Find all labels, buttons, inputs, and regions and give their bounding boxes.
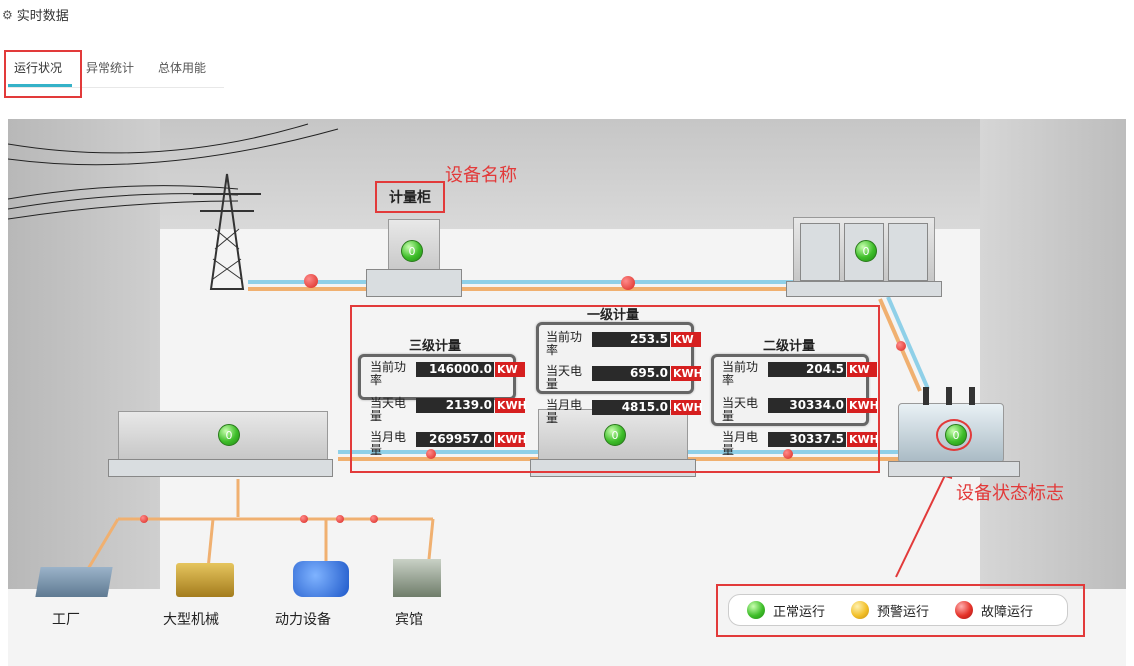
- machinery-icon: [176, 563, 234, 597]
- legend-warning-label: 预警运行: [877, 604, 930, 620]
- meter-value: 695.0: [592, 366, 670, 381]
- meter-label: 当天电量: [546, 364, 583, 391]
- meter-level2-title: 二级计量: [762, 339, 815, 354]
- consumer-label-power-equipment: 动力设备: [275, 612, 331, 628]
- meter-level3-rows: 当前功率 146000.0 KW 当天电量 2139.0 KWH 当月电量 26…: [362, 360, 527, 461]
- consumer-label-machinery: 大型机械: [163, 612, 219, 628]
- meter-value: 30334.0: [768, 398, 846, 413]
- flow-dot: [304, 274, 318, 288]
- warning-status-icon: [851, 601, 870, 619]
- transformer-bushing: [946, 387, 952, 405]
- flow-dot: [300, 515, 308, 523]
- fault-status-icon: [955, 601, 974, 619]
- legend-warning: 预警运行: [851, 601, 929, 620]
- annotation-device-name: 设备名称: [445, 165, 517, 186]
- tab-running-status[interactable]: 运行状况: [14, 61, 63, 75]
- meter-level1-title: 一级计量: [586, 308, 639, 323]
- meter-value: 4815.0: [592, 400, 670, 415]
- metering-cabinet-base: [366, 269, 462, 297]
- meter-unit: KW: [847, 362, 877, 377]
- meter-label: 当月电量: [370, 430, 407, 457]
- switch-cabinet-unit: [800, 223, 840, 281]
- metering-cabinet-name: 计量柜: [389, 190, 431, 206]
- flow-dot: [140, 515, 148, 523]
- flow-dot: [783, 449, 793, 459]
- meters-highlight-box: [350, 305, 880, 473]
- meter-unit: KWH: [671, 400, 703, 415]
- status-mark-highlight: [936, 419, 972, 451]
- meter-level3-title: 三级计量: [408, 339, 461, 354]
- meter-value: 269957.0: [416, 432, 494, 447]
- tab-exception-stats[interactable]: 异常统计: [86, 61, 135, 75]
- tab-highlight-box: [4, 50, 82, 98]
- hotel-icon: [393, 559, 441, 597]
- wiring-svg: [8, 123, 953, 578]
- factory-icon: [35, 567, 113, 597]
- consumer-label-hotel: 宾馆: [395, 612, 423, 628]
- meter-label: 当前功率: [722, 360, 759, 387]
- left-panel-status[interactable]: 0: [218, 424, 240, 446]
- normal-status-icon: [747, 601, 765, 619]
- meter-unit: KWH: [847, 398, 879, 413]
- transformer-base: [888, 461, 1020, 477]
- flow-dot: [621, 276, 635, 290]
- meter-label: 当天电量: [370, 396, 407, 423]
- legend-normal: 正常运行: [747, 601, 825, 620]
- switch-cabinet-unit: [888, 223, 928, 281]
- left-panel-base: [108, 459, 333, 477]
- flow-dot: [336, 515, 344, 523]
- meter-value: 2139.0: [416, 398, 494, 413]
- active-tab-indicator: [8, 84, 72, 87]
- flow-dot: [426, 449, 436, 459]
- device-name-highlight-box: [375, 181, 445, 213]
- tab-bar: 运行状况 异常统计 总体用能: [8, 58, 224, 78]
- page-title: 实时数据: [16, 9, 69, 24]
- back-wall: [160, 119, 980, 229]
- meter-label: 当月电量: [546, 398, 583, 425]
- metering-cabinet-status[interactable]: 0: [401, 240, 423, 262]
- transformer-bushing: [969, 387, 975, 405]
- meter-unit: KW: [495, 362, 525, 377]
- meter-unit: KWH: [495, 432, 527, 447]
- meter-label: 当前功率: [546, 330, 583, 357]
- meter-value: 146000.0: [416, 362, 494, 377]
- tab-overall-energy[interactable]: 总体用能: [158, 61, 207, 75]
- left-wall: [8, 119, 160, 589]
- power-equipment-icon: [293, 561, 349, 597]
- consumer-label-factory: 工厂: [52, 612, 80, 628]
- meter-unit: KWH: [495, 398, 527, 413]
- flow-dot: [896, 341, 906, 351]
- status-legend: 正常运行 预警运行 故障运行: [728, 594, 1068, 626]
- scene-diagram: 0 计量柜 设备名称 0 0 0 0 设备状态标志 三级计量 当前功率 1460…: [8, 119, 1126, 666]
- flow-dot: [370, 515, 378, 523]
- page-header: ⚙ 实时数据: [2, 5, 69, 25]
- meter-level3-card: [358, 354, 516, 400]
- meter-unit: KW: [671, 332, 701, 347]
- legend-normal-label: 正常运行: [773, 604, 826, 620]
- switch-cabinet-status[interactable]: 0: [855, 240, 877, 262]
- meter-unit: KWH: [671, 366, 703, 381]
- meter-value: 253.5: [592, 332, 670, 347]
- meter-level1-rows: 当前功率 253.5 KW 当天电量 695.0 KWH 当月电量 4815.0…: [538, 330, 703, 431]
- meter-unit: KWH: [847, 432, 879, 447]
- meter-label: 当月电量: [722, 430, 759, 457]
- legend-fault-label: 故障运行: [981, 604, 1034, 620]
- meter-value: 30337.5: [768, 432, 846, 447]
- switch-cabinet-base: [786, 281, 942, 297]
- center-panel-status[interactable]: 0: [604, 424, 626, 446]
- right-wall: [980, 119, 1126, 589]
- gear-icon: ⚙: [2, 7, 13, 22]
- tabs-divider: [8, 87, 224, 88]
- legend-fault: 故障运行: [955, 601, 1033, 620]
- transformer-bushing: [923, 387, 929, 405]
- meter-label: 当前功率: [370, 360, 407, 387]
- legend-highlight-box: [716, 584, 1085, 637]
- meter-level2-rows: 当前功率 204.5 KW 当天电量 30334.0 KWH 当月电量 3033…: [714, 360, 879, 461]
- meter-value: 204.5: [768, 362, 846, 377]
- annotation-status-mark: 设备状态标志: [956, 483, 1064, 504]
- meter-label: 当天电量: [722, 396, 759, 423]
